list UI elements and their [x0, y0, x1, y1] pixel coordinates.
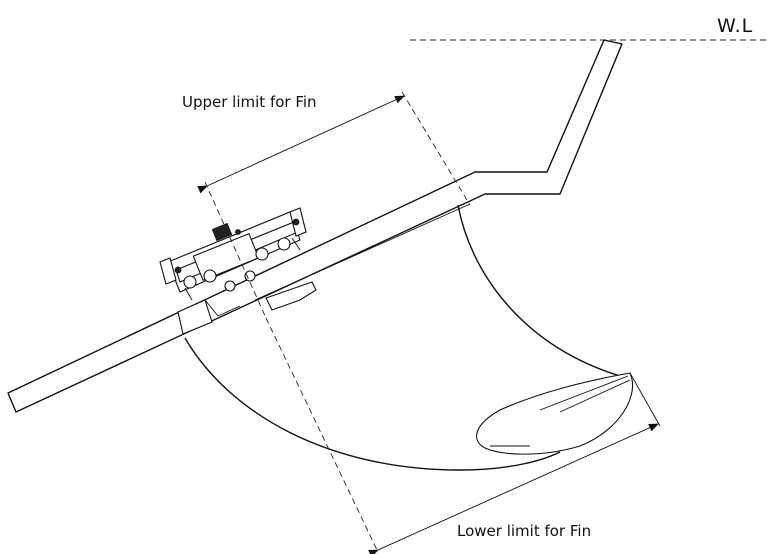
- actuator-assembly: [159, 207, 307, 301]
- upper-limit-label: Upper limit for Fin: [182, 93, 317, 111]
- fin-root-flange: [177, 299, 213, 335]
- fin-body: [476, 372, 634, 455]
- lower-limit-extension-line-left: [265, 317, 379, 553]
- lower-limit-extension-line-right: [629, 372, 661, 427]
- hull-inner-line: [254, 203, 471, 301]
- lower-bracket: [265, 281, 317, 311]
- lower-limit-label: Lower limit for Fin: [457, 522, 592, 540]
- fin-sweep-upper-arc: [457, 204, 621, 377]
- upper-limit-extension-line-left: [204, 181, 267, 319]
- fin-chord-line-2: [539, 375, 629, 411]
- hull-plate: [7, 39, 623, 413]
- fin-root-step: [204, 299, 241, 317]
- water-line-label: W.L: [717, 15, 754, 37]
- fin-chord-line-3: [559, 379, 631, 413]
- upper-limit-dimension-line: [197, 95, 405, 194]
- upper-limit-extension-line-right: [401, 91, 471, 206]
- lower-limit-dimension-line: [368, 423, 659, 554]
